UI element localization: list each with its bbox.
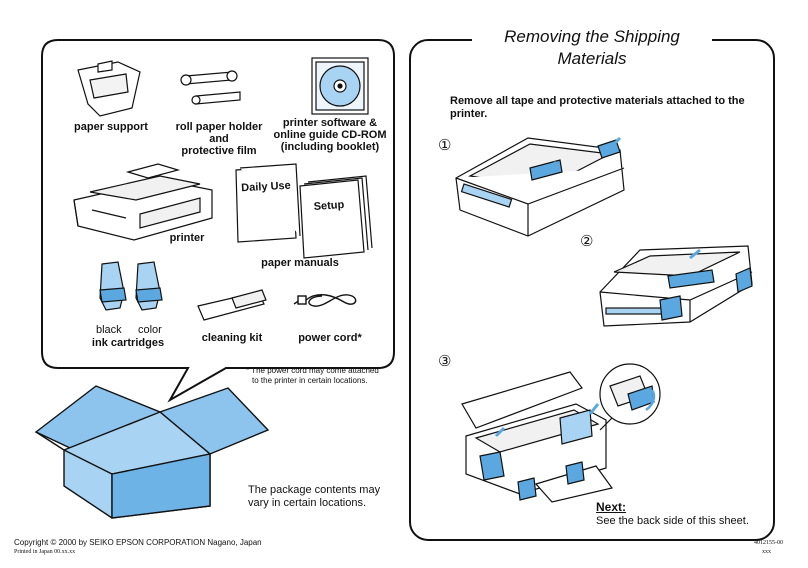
document-code-2: xxx xyxy=(762,549,771,555)
step1-printer-image xyxy=(455,136,625,237)
package-note-1: The package contents may xyxy=(248,484,381,496)
label-black-cartridge: black xyxy=(96,324,122,336)
instruction-line-1: Remove all tape and protective materials… xyxy=(450,95,745,107)
cd-rom-image xyxy=(311,57,369,115)
contents-bubble-frame xyxy=(41,39,395,403)
package-note-2: vary in certain locations. xyxy=(248,497,366,509)
step-1-number: ① xyxy=(438,137,452,154)
label-printer: printer xyxy=(169,232,205,244)
paper-support-image xyxy=(77,60,141,117)
power-cord-footnote-2: to the printer in certain locations. xyxy=(252,376,368,385)
label-ink-cartridges: ink cartridges xyxy=(91,337,165,349)
label-color-cartridge: color xyxy=(138,324,162,336)
label-power-cord: power cord* xyxy=(298,332,362,344)
copyright-text: Copyright © 2000 by SEIKO EPSON CORPORAT… xyxy=(14,538,262,547)
power-cord-image xyxy=(293,293,357,307)
label-roll-paper-holder: roll paper holder xyxy=(175,121,263,133)
printed-in-text: Printed in Japan 00.xx.xx xyxy=(14,549,76,555)
printer-image xyxy=(73,163,213,241)
step-2-number: ② xyxy=(580,233,594,250)
next-text: See the back side of this sheet. xyxy=(596,515,749,527)
step3-printer-image xyxy=(461,371,614,503)
label-paper-support: paper support xyxy=(74,121,148,133)
label-printer-software-1: printer software & xyxy=(282,117,378,129)
roll-paper-holder-image xyxy=(180,70,241,105)
page-title-line-1: Removing the Shipping xyxy=(472,27,712,47)
paper-manuals-image xyxy=(235,163,373,259)
ink-cartridges-image xyxy=(99,261,163,311)
label-cleaning-kit: cleaning kit xyxy=(201,332,263,344)
step3-detail-zoom xyxy=(599,363,661,431)
label-printer-software-2: online guide CD-ROM xyxy=(273,129,387,141)
label-protective-film: protective film xyxy=(181,145,257,157)
label-paper-manuals: paper manuals xyxy=(261,257,339,269)
cleaning-kit-image xyxy=(197,289,267,321)
document-code: 4012155-00 xyxy=(754,540,783,546)
package-box-image xyxy=(34,385,270,519)
power-cord-footnote-1: * The power cord may come attached xyxy=(246,366,379,375)
instruction-line-2: printer. xyxy=(450,108,488,120)
step2-printer-image xyxy=(599,245,753,327)
step-3-number: ③ xyxy=(438,353,452,370)
label-printer-software-3: (including booklet) xyxy=(280,141,380,153)
page-title-line-2: Materials xyxy=(557,49,627,68)
label-roll-paper-and: and xyxy=(209,133,229,145)
next-label: Next: xyxy=(596,500,627,514)
